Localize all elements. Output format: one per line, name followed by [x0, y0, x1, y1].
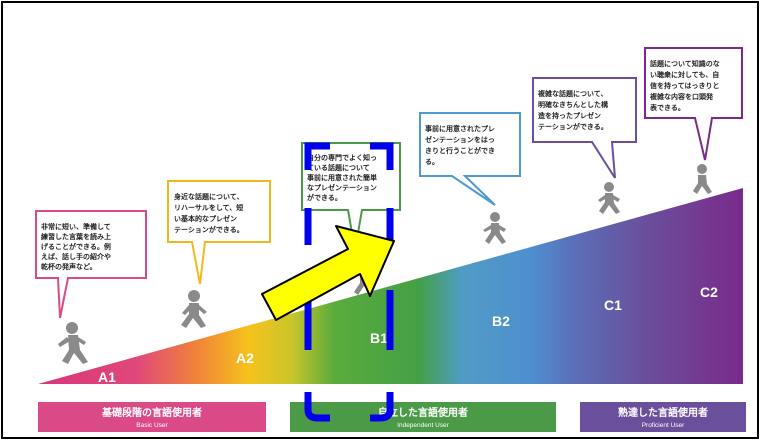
svg-text:身近な話題について、リハーサルをして、短い基本的なプレゼンテ: 身近な話題について、リハーサルをして、短い基本的なプレゼンテーションができる。: [173, 192, 244, 234]
runner-icon-c2: [693, 164, 712, 194]
bubble-a1-line: 非常に短い、準備して: [41, 222, 111, 231]
band-proficient-sub: Proficient User: [642, 422, 685, 429]
progress-arrow-icon: [261, 225, 395, 321]
bubble-c2-line: 話題について知識のな: [650, 59, 720, 68]
level-label-c1: C1: [604, 297, 622, 313]
runner-icon-a2: [181, 290, 207, 328]
speech-bubble-a2: 身近な話題について、リハーサルをして、短い基本的なプレゼンテーションができる。: [167, 180, 271, 285]
bubble-a1-line: 乾杯の発声など。: [41, 262, 97, 271]
bubble-c2-line: 複雑な内容を口頭発: [649, 92, 714, 101]
level-label-a2: A2: [236, 350, 254, 366]
band-proficient-user: 熟達した言語使用者 Proficient User: [580, 402, 746, 432]
bubble-a1-line: 練習した言葉を読み上: [41, 232, 111, 241]
bubble-c1-line: 明確なきちんとした構: [538, 100, 608, 109]
bubble-a1-line: えば、話し手の紹介や: [41, 252, 111, 261]
level-label-b1: B1: [370, 330, 388, 346]
speech-bubble-b2: 事前に用意されたプレゼンテーションをはっきりと行うことができる。: [419, 112, 521, 206]
band-basic-sub: Basic User: [136, 422, 168, 429]
bubble-c1-line: 複雑な話題について、: [537, 89, 607, 98]
bubble-c1-line: テーションができる。: [538, 122, 608, 131]
bubble-b2-line: ゼンテーションをはっ: [425, 135, 495, 144]
svg-text:自分の専門でよく知っている話題について事前に用意された簡単な: 自分の専門でよく知っている話題について事前に用意された簡単なプレゼンテーションが…: [307, 153, 377, 202]
runner-icon-c1: [598, 182, 620, 214]
bubble-b1-line: なプレゼンテーション: [307, 183, 377, 192]
bubble-c1-line: 造を持ったプレゼン: [538, 111, 601, 120]
band-independent-title: 自立した言語使用者: [378, 406, 468, 419]
runner-icon-a1: [58, 322, 88, 364]
bubble-b1-line: ができる。: [307, 193, 342, 202]
bubble-b2-line: きりと行うことができ: [425, 146, 495, 155]
svg-text:事前に用意されたプレゼンテーションをはっきりと行うことができ: 事前に用意されたプレゼンテーションをはっきりと行うことができる。: [425, 124, 495, 166]
speech-bubble-c2: 話題について知識のない聴衆に対しても、自信を持ってはっきりと複雑な内容を口頭発表…: [644, 47, 743, 161]
bubble-c2-line: 表できる。: [649, 103, 685, 112]
band-basic-title: 基礎段階の言語使用者: [101, 406, 202, 419]
level-label-c2: C2: [700, 284, 718, 300]
speech-bubble-c1: 複雑な話題について、明確なきちんとした構造を持ったプレゼンテーションができる。: [532, 77, 637, 179]
bubble-c2-line: い聴衆に対しても、自: [650, 70, 719, 79]
level-label-b2: B2: [492, 313, 510, 329]
band-basic-user: 基礎段階の言語使用者 Basic User: [38, 402, 266, 432]
bubble-a2-line: テーションができる。: [174, 225, 244, 234]
bubble-b1-line: ている話題について: [307, 163, 370, 172]
svg-text:話題について知識のない聴衆に対しても、自信を持ってはっきりと: 話題について知識のない聴衆に対しても、自信を持ってはっきりと複雑な内容を口頭発表…: [649, 59, 720, 112]
band-independent-sub: Independent User: [397, 422, 450, 429]
level-ramp: [38, 188, 743, 384]
bubble-b2-line: 事前に用意されたプレ: [425, 124, 495, 133]
bubble-c2-line: 信を持ってはっきりと: [650, 81, 720, 90]
svg-text:非常に短い、準備して練習した言葉を読み上げることができる。例: 非常に短い、準備して練習した言葉を読み上げることができる。例えば、話し手の紹介や…: [41, 222, 111, 271]
bubble-b1-line: 自分の専門でよく知っ: [307, 153, 377, 162]
runner-icon-b2: [483, 212, 506, 244]
svg-text:複雑な話題について、明確なきちんとした構造を持ったプレゼンテ: 複雑な話題について、明確なきちんとした構造を持ったプレゼンテーションができる。: [537, 89, 608, 131]
bubble-a2-line: い基本的なプレゼン: [174, 214, 237, 223]
bubble-a2-line: 身近な話題について、: [173, 192, 243, 201]
band-independent-user: 自立した言語使用者 Independent User: [290, 402, 556, 432]
bubble-a1-line: げることができる。例: [41, 242, 111, 251]
speech-bubble-a1: 非常に短い、準備して練習した言葉を読み上げることができる。例えば、話し手の紹介や…: [35, 210, 147, 319]
level-label-a1: A1: [98, 369, 116, 385]
bubble-b2-line: る。: [425, 158, 439, 166]
band-proficient-title: 熟達した言語使用者: [618, 406, 708, 419]
bubble-b1-line: 事前に用意された簡単: [307, 173, 377, 182]
bubble-a2-line: リハーサルをして、短: [174, 203, 243, 212]
